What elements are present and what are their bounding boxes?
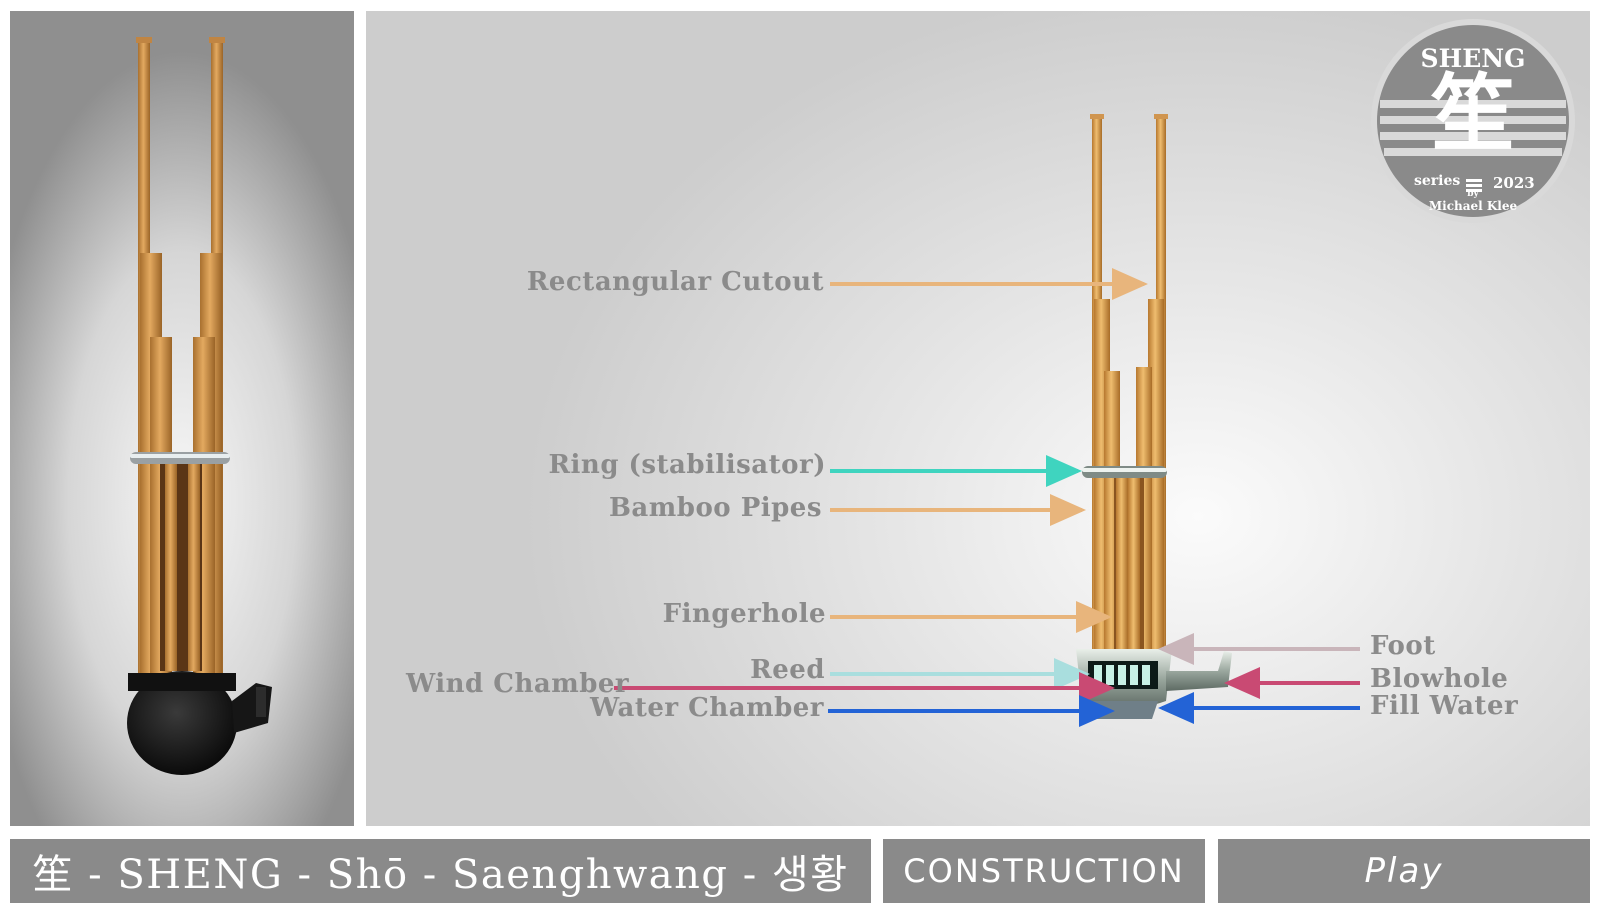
play-button[interactable]: Play xyxy=(1218,839,1590,903)
label-blowhole: Blowhole xyxy=(1370,664,1509,694)
logo-badge-icon xyxy=(1371,19,1575,223)
label-water-chamber: Water Chamber xyxy=(590,693,824,723)
sheng-photo-panel xyxy=(10,11,354,826)
label-fingerhole: Fingerhole xyxy=(662,599,826,629)
logo-year: 2023 xyxy=(1493,174,1535,192)
label-fill-water: Fill Water xyxy=(1370,691,1519,721)
logo-author: Michael Klee xyxy=(1428,199,1518,213)
logo-title: SHENG xyxy=(1420,44,1526,73)
construction-button[interactable]: CONSTRUCTION xyxy=(883,839,1205,903)
label-ring: Ring (stabilisator) xyxy=(548,450,826,480)
label-foot: Foot xyxy=(1370,631,1436,661)
logo-series: series xyxy=(1414,173,1461,189)
sheng-diagram-illustration xyxy=(614,114,1360,727)
logo-character: 笙 xyxy=(1430,65,1515,163)
construction-diagram-panel: Rectangular Cutout Ring (stabilisator) B… xyxy=(366,11,1590,826)
footer-title: 笙 - SHENG - Shō - Saenghwang - 생황 xyxy=(10,839,871,903)
label-reed: Reed xyxy=(750,655,825,685)
label-wind-chamber: Wind Chamber xyxy=(406,669,630,699)
sheng-photo-illustration xyxy=(127,37,272,775)
sheng-model xyxy=(1076,114,1232,719)
sheng-series-logo: SHENG 笙 series 2023 by Michael Klee xyxy=(1370,18,1576,224)
label-rectangular-cutout: Rectangular Cutout xyxy=(526,267,824,297)
logo-by: by xyxy=(1467,189,1479,199)
label-bamboo-pipes: Bamboo Pipes xyxy=(608,493,822,523)
